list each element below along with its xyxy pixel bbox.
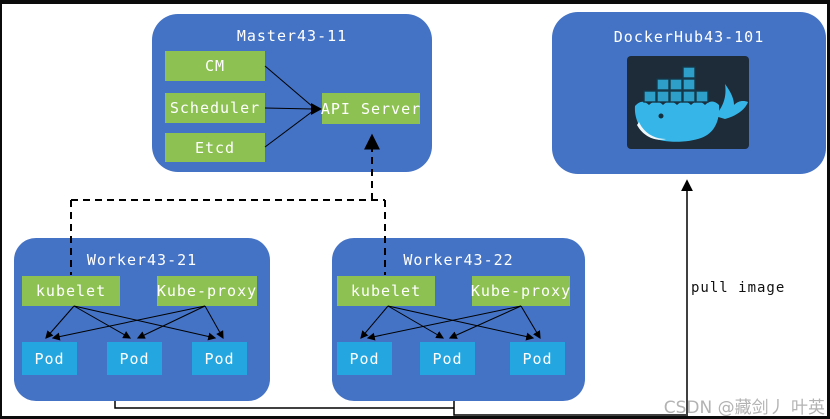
worker1-pod3-box: Pod bbox=[192, 342, 247, 375]
worker2-pod1-box: Pod bbox=[337, 342, 392, 375]
master-node-box: Master43-11 CM Scheduler Etcd API Server bbox=[152, 14, 432, 172]
worker1-kubelet-box: kubelet bbox=[22, 276, 120, 306]
worker1-pod2-box: Pod bbox=[107, 342, 162, 375]
worker1-node-box: Worker43-21 kubelet Kube-proxy Pod Pod P… bbox=[14, 238, 270, 401]
master-node-title: Master43-11 bbox=[236, 27, 348, 45]
worker1-pod1-box: Pod bbox=[22, 342, 77, 375]
worker2-node-title: Worker43-22 bbox=[403, 251, 514, 269]
docker-whale-logo-icon bbox=[627, 56, 749, 149]
dockerhub-node-title: DockerHub43-101 bbox=[613, 28, 765, 46]
worker1-kube-proxy-box: Kube-proxy bbox=[157, 276, 257, 306]
controller-manager-box: CM bbox=[165, 51, 265, 81]
worker2-pod3-box: Pod bbox=[510, 342, 565, 375]
worker2-kubelet-box: kubelet bbox=[337, 276, 435, 306]
scheduler-box: Scheduler bbox=[165, 93, 265, 123]
worker2-pod2-box: Pod bbox=[420, 342, 475, 375]
worker2-node-box: Worker43-22 kubelet Kube-proxy Pod Pod P… bbox=[332, 238, 585, 401]
pull-image-label: pull image bbox=[691, 280, 786, 296]
etcd-box: Etcd bbox=[165, 133, 265, 162]
dockerhub-node-box: DockerHub43-101 bbox=[552, 12, 826, 174]
csdn-watermark: CSDN @藏剑丿 叶英 bbox=[663, 398, 825, 418]
worker2-kube-proxy-box: Kube-proxy bbox=[471, 276, 570, 306]
worker1-node-title: Worker43-21 bbox=[86, 251, 198, 269]
api-server-box: API Server bbox=[321, 93, 420, 124]
